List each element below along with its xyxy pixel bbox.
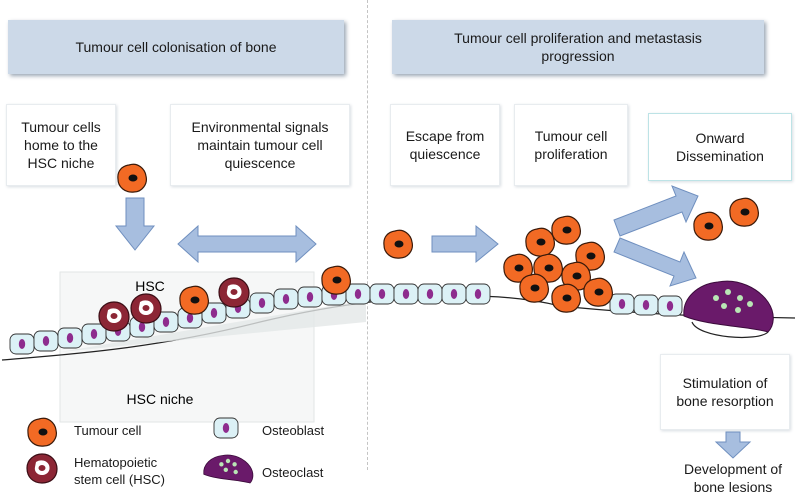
step-dissemination-line2: Dissemination bbox=[676, 148, 764, 164]
step-quiescence-line2: maintain tumour cell bbox=[197, 137, 323, 153]
step-homing-line3: HSC niche bbox=[27, 155, 95, 171]
arrow-down-homing bbox=[114, 197, 156, 251]
arrow-double-quiescence bbox=[177, 224, 317, 264]
legend-osteoclast-label: Osteoclast bbox=[262, 465, 324, 480]
arrow-up-dissemination bbox=[613, 185, 699, 237]
step-quiescence: Environmental signals maintain tumour ce… bbox=[170, 104, 350, 186]
phase-divider bbox=[367, 0, 368, 470]
step-proliferation-line2: proliferation bbox=[534, 146, 608, 162]
legend-tumour-icon bbox=[27, 417, 57, 447]
step-resorption: Stimulation of bone resorption bbox=[660, 354, 790, 430]
step-dissemination-line1: Onward bbox=[695, 130, 745, 146]
step-homing-line2: home to the bbox=[24, 137, 98, 153]
arrow-down-dissemination bbox=[613, 237, 697, 287]
header-colonisation: Tumour cell colonisation of bone bbox=[8, 20, 344, 74]
legend-tumour-label: Tumour cell bbox=[74, 423, 142, 438]
legend-hsc-line1: Hematopoietic bbox=[74, 455, 158, 470]
step-escape-line2: quiescence bbox=[409, 146, 481, 162]
step-lesions-line1: Development of bbox=[683, 461, 783, 477]
step-resorption-line1: Stimulation of bbox=[682, 375, 768, 391]
legend-hsc-label: Hematopoietic stem cell (HSC) bbox=[74, 454, 165, 488]
hsc-niche-label: HSC niche bbox=[127, 391, 194, 407]
legend-osteoblast-label: Osteoblast bbox=[262, 423, 325, 438]
step-homing-line1: Tumour cells bbox=[21, 119, 101, 135]
legend-osteoclast-icon bbox=[203, 454, 254, 484]
arrow-down-lesions bbox=[714, 431, 752, 459]
legend-hsc-icon bbox=[26, 453, 58, 484]
legend-osteoblast-icon bbox=[213, 417, 239, 439]
hsc-label: HSC bbox=[135, 278, 165, 294]
step-escape-line1: Escape from bbox=[405, 128, 485, 144]
step-quiescence-line3: quiescence bbox=[224, 155, 296, 171]
step-escape: Escape from quiescence bbox=[390, 104, 500, 186]
header-proliferation: Tumour cell proliferation and metastasis… bbox=[392, 20, 764, 74]
bone-underside bbox=[60, 300, 366, 352]
header-colonisation-text: Tumour cell colonisation of bone bbox=[75, 39, 277, 55]
header-proliferation-line1: Tumour cell proliferation and metastasis bbox=[454, 30, 702, 46]
step-dissemination: Onward Dissemination bbox=[648, 113, 792, 181]
header-proliferation-line2: progression bbox=[541, 48, 615, 64]
osteoclast bbox=[683, 280, 774, 339]
arrow-right-escape bbox=[431, 224, 499, 264]
step-proliferation: Tumour cell proliferation bbox=[514, 104, 628, 186]
step-homing: Tumour cells home to the HSC niche bbox=[6, 104, 116, 186]
step-resorption-line2: bone resorption bbox=[676, 393, 774, 409]
step-lesions: Development of bone lesions bbox=[668, 460, 798, 496]
legend-hsc-line2: stem cell (HSC) bbox=[74, 472, 166, 487]
step-quiescence-line1: Environmental signals bbox=[191, 119, 329, 135]
step-proliferation-line1: Tumour cell bbox=[534, 128, 608, 144]
step-lesions-line2: bone lesions bbox=[693, 479, 773, 495]
